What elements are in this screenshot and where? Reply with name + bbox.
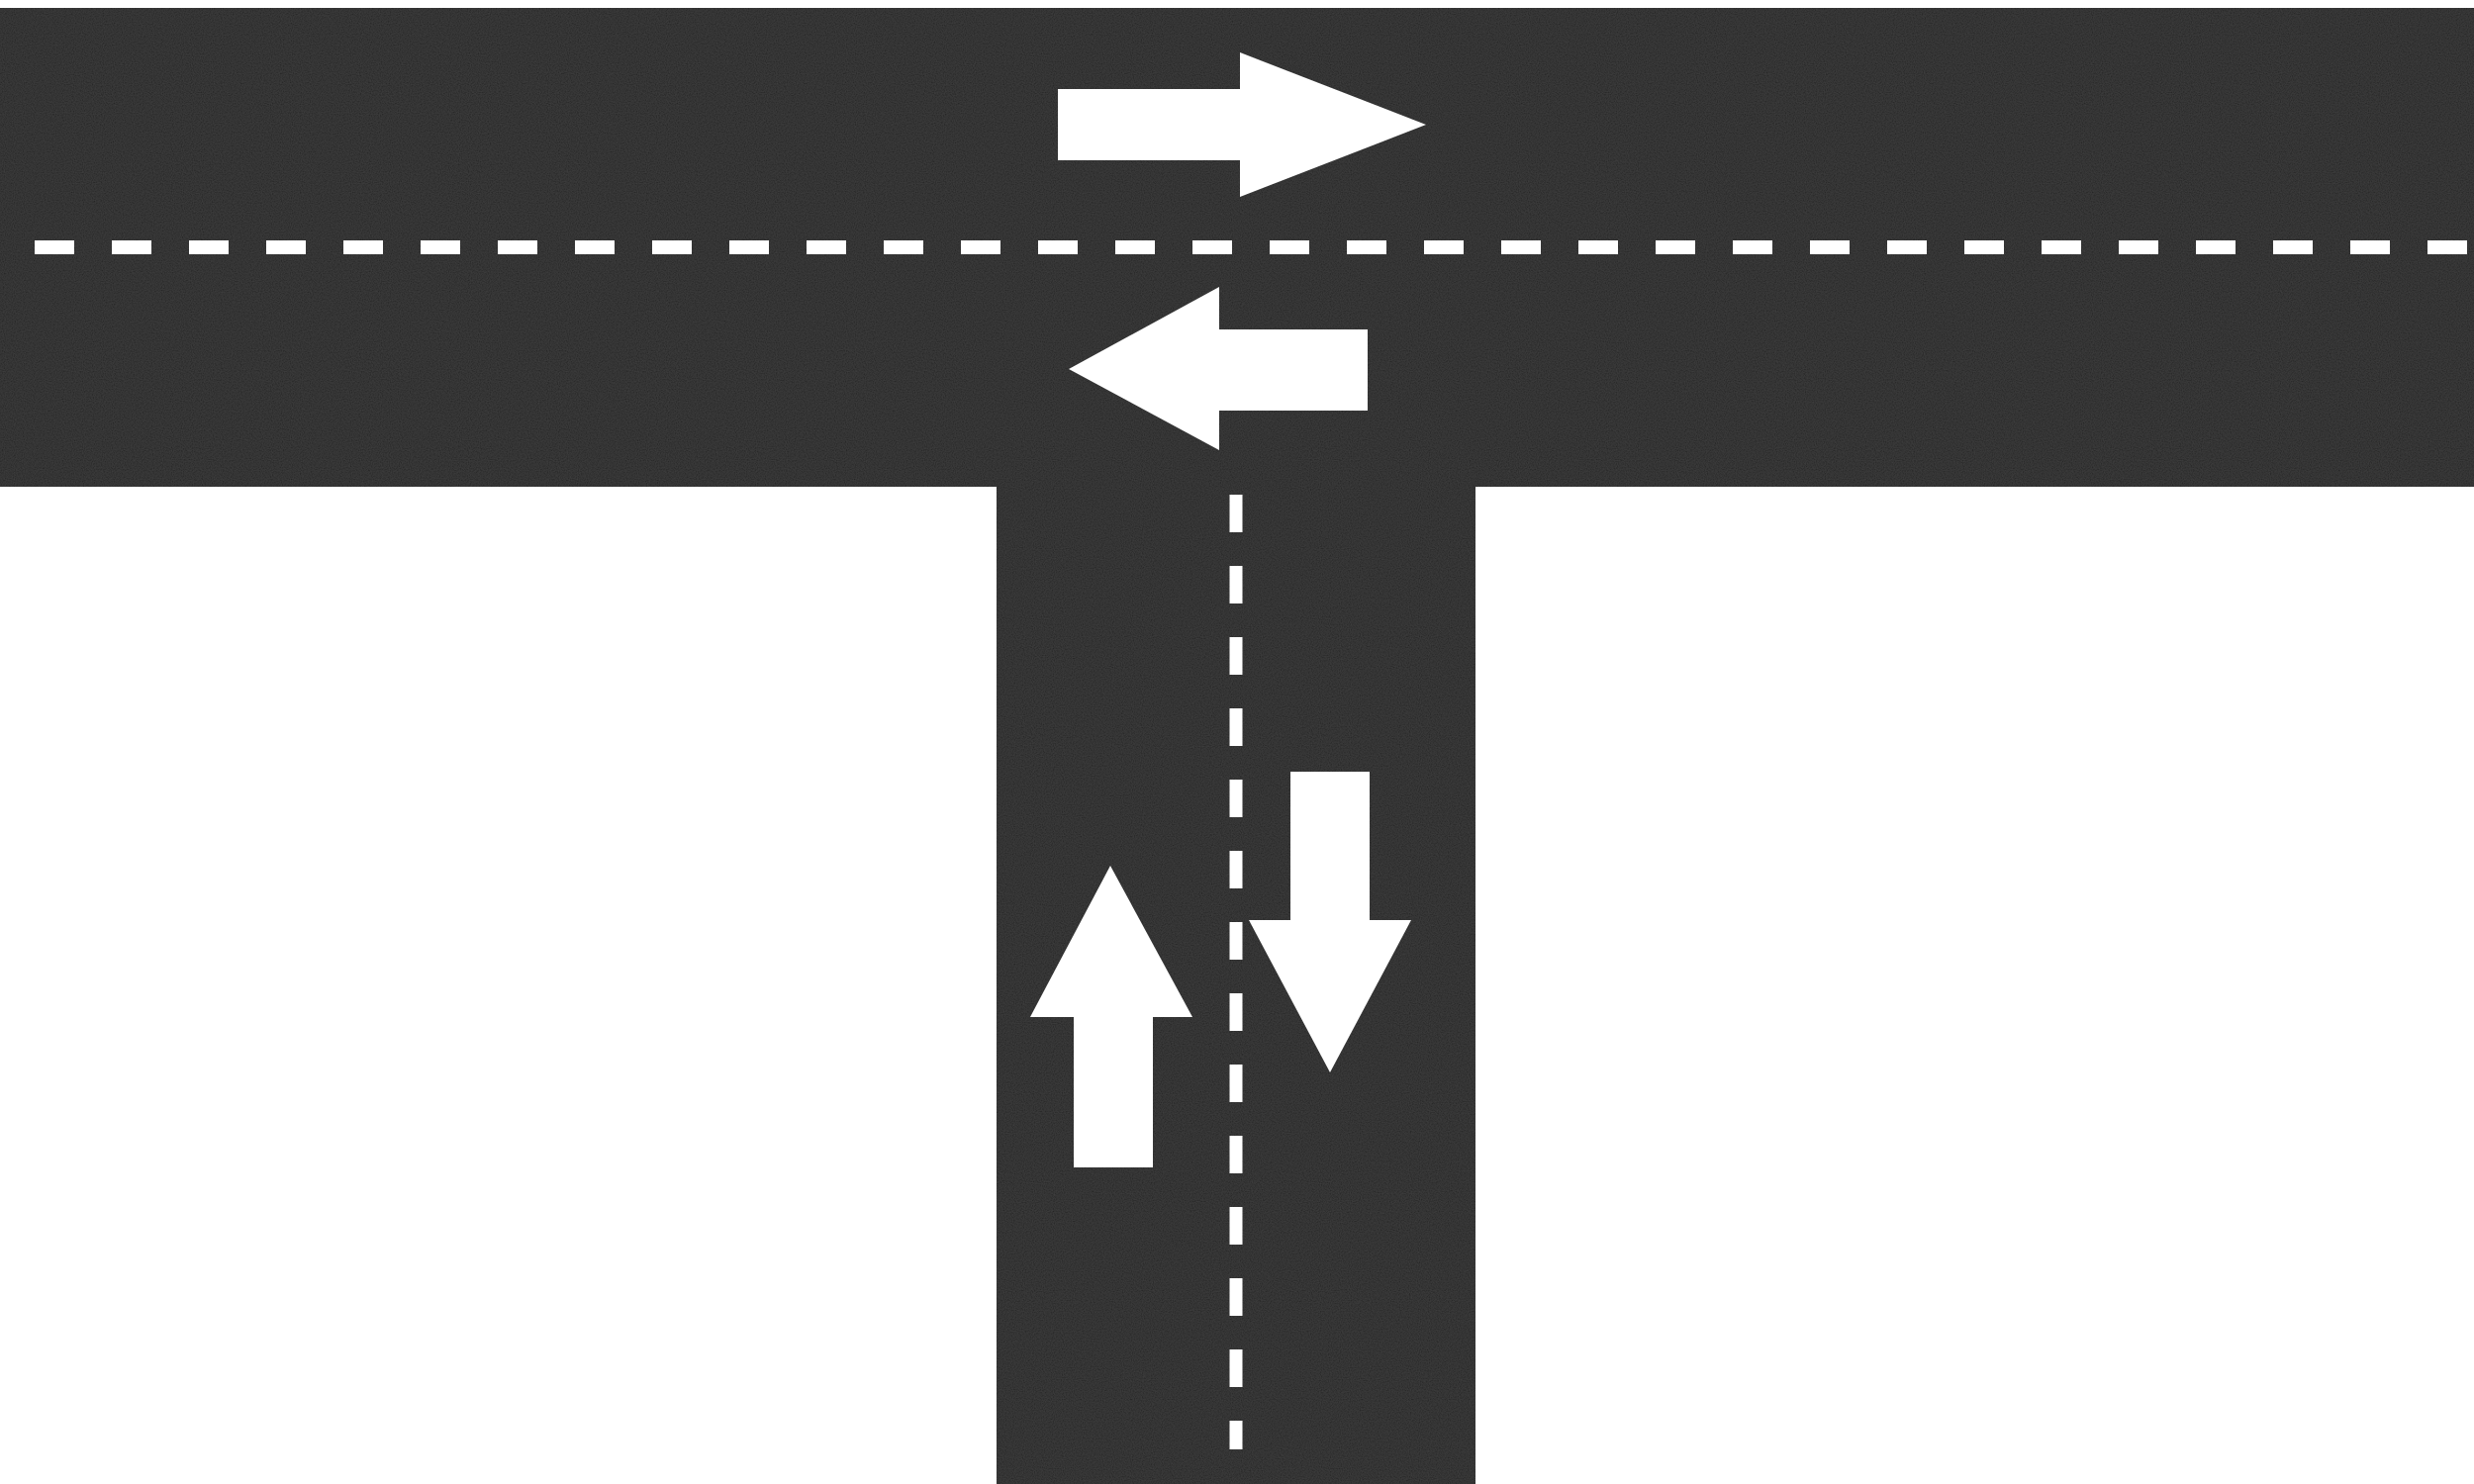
arrow-up-icon xyxy=(1030,866,1192,1167)
arrow-down-icon xyxy=(1249,772,1411,1072)
lane-arrows xyxy=(1030,52,1426,1167)
arrow-right-icon xyxy=(1058,52,1426,197)
arrow-left-icon xyxy=(1069,287,1368,450)
